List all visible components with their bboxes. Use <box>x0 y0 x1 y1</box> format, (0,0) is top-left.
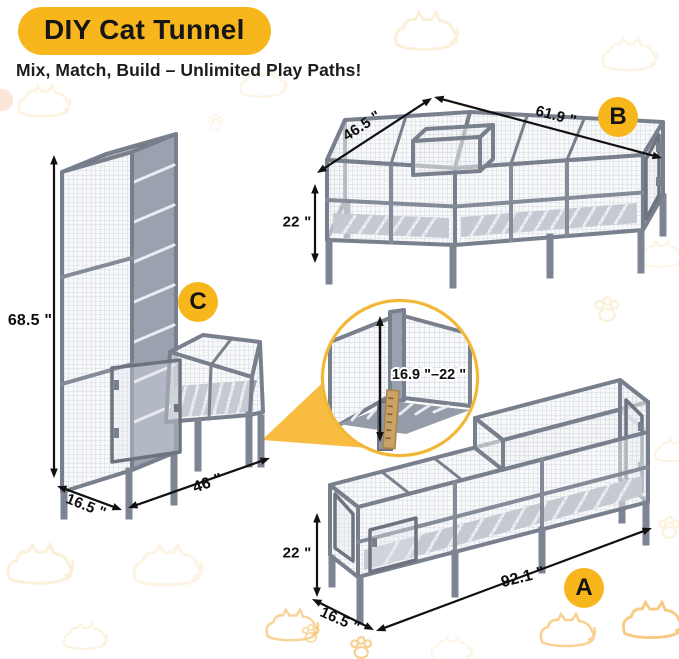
config-b-badge: B <box>598 97 638 137</box>
dimension-label-c-height: 68.5 " <box>7 312 53 329</box>
hinge <box>372 538 377 547</box>
hinge <box>656 143 661 152</box>
height-range-arrow <box>376 316 384 442</box>
hinge <box>114 428 119 438</box>
latch <box>174 404 180 412</box>
config-a-badge: A <box>564 568 604 608</box>
dimension-label-a-height: 22 " <box>282 544 312 562</box>
hinge <box>656 177 661 186</box>
config-c-illustration <box>60 132 265 520</box>
zoom-callout-circle: 16.9 "–22 " <box>321 299 479 457</box>
adjustable-height-label: 16.9 "–22 " <box>392 367 466 383</box>
subtitle: Mix, Match, Build – Unlimited Play Paths… <box>16 60 362 80</box>
dimension-label-b-height: 22 " <box>282 213 312 231</box>
hinge <box>114 380 119 390</box>
adjustable-leg-detail: 16.9 "–22 " <box>328 308 472 451</box>
hinge <box>638 422 643 431</box>
blob-doodle <box>0 89 13 111</box>
config-c-badge: C <box>178 282 218 322</box>
brand-pill: DIY Cat Tunnel <box>18 7 271 55</box>
page-title: DIY Cat Tunnel <box>44 14 245 45</box>
ruler-icon <box>382 389 400 450</box>
